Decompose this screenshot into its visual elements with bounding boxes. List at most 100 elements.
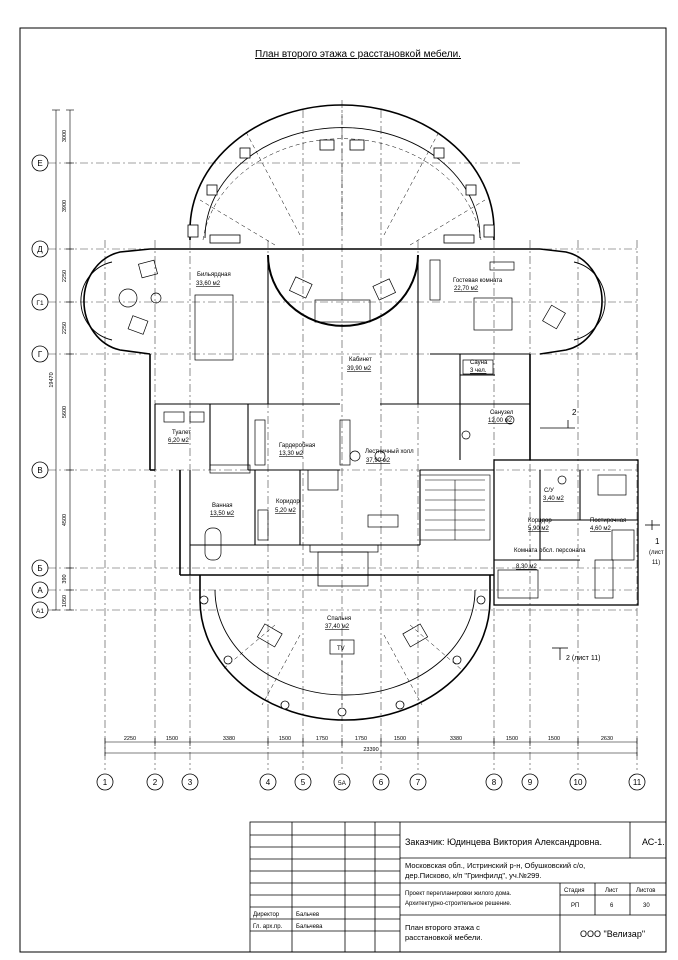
tb-sheet-title-1: План второго этажа с	[405, 923, 480, 932]
dim-bottom-6: 1500	[394, 736, 406, 742]
section-2-bottom: 2 (лист 11)	[566, 655, 600, 662]
staircase	[419, 474, 491, 541]
col-axis-5A: 5А	[338, 780, 347, 787]
dim-bottom-2: 3380	[223, 736, 235, 742]
title-block	[249, 821, 667, 953]
room-area-sauna: 3 чел.	[470, 368, 487, 374]
tb-role-1: Директор	[253, 912, 280, 918]
room-name-hall: Лестничный холл	[365, 448, 414, 455]
tb-hdr-stage: Стадия	[564, 888, 584, 894]
room-name-toilet: Туалет	[172, 430, 191, 436]
col-axis-3: 3	[188, 778, 193, 787]
tb-stage: РП	[571, 903, 579, 909]
room-name-laundry: Постирочная	[590, 518, 626, 524]
row-axis-V: В	[37, 466, 42, 475]
col-axis-9: 9	[528, 778, 533, 787]
room-name-cabinet: Кабинет	[349, 357, 372, 363]
section-1: 1	[655, 537, 660, 546]
dim-left-3900: 3900	[62, 200, 68, 212]
dim-bottom-4: 1750	[316, 736, 328, 742]
tv-label: TV	[337, 646, 345, 652]
terrace-piers	[187, 139, 495, 717]
room-area-su: 3,40 м2	[543, 496, 564, 502]
room-name-sauna: Сауна	[470, 360, 488, 366]
sheet-frame	[19, 27, 667, 953]
row-axis-lines	[48, 162, 640, 611]
room-area-corridor: 5,20 м2	[275, 508, 296, 514]
row-axis-E: Е	[37, 159, 42, 168]
section-2-top: 2	[572, 408, 577, 417]
room-area-wardrobe: 13,30 м2	[279, 451, 304, 457]
dim-left-1050: 1050	[62, 595, 68, 607]
room-area-bath-guest: 12,00 м2	[488, 418, 513, 424]
room-name-bath-guest: Санузел	[490, 410, 514, 416]
room-name-corridor2: Коридор	[528, 518, 552, 524]
furniture	[118, 259, 635, 655]
dim-bottom-5: 1750	[355, 736, 367, 742]
row-axis-D: Д	[37, 245, 43, 254]
room-area-cabinet: 39,90 м2	[347, 366, 372, 372]
tb-company: ООО "Велизар"	[580, 929, 645, 939]
col-axis-5: 5	[301, 778, 306, 787]
tb-code: АС-1.	[642, 837, 665, 847]
col-axis-6: 6	[379, 778, 384, 787]
tb-name-2: Бальчева	[296, 924, 323, 930]
col-axis-7: 7	[416, 778, 421, 787]
room-area-staff: 8,30 м2	[516, 564, 537, 570]
row-axis-G1: Г1	[36, 300, 44, 307]
dim-bottom-total: 23390	[363, 747, 378, 753]
tb-sheets: 30	[643, 903, 650, 909]
billiard-table	[194, 294, 234, 361]
room-name-bedroom: Спальня	[327, 616, 351, 622]
col-axis-10: 10	[574, 778, 583, 787]
dim-left-5600: 5600	[62, 406, 68, 418]
room-name-billiard: Бильярдная	[197, 272, 231, 278]
tb-role-2: Гл. арх.пр.	[253, 924, 283, 930]
col-axis-4: 4	[266, 778, 271, 787]
col-axis-8: 8	[492, 778, 497, 787]
row-axis-G: Г	[38, 350, 43, 359]
dim-left-3000: 3000	[62, 130, 68, 142]
north-terrace-radials	[199, 110, 486, 246]
room-area-bedroom: 37,40 м2	[325, 624, 350, 630]
tb-address-2: дер.Писково, к/п "Гринфилд", уч.№299.	[405, 871, 542, 880]
tb-name-1: Бальчев	[296, 912, 319, 918]
row-axis-A: А	[37, 586, 43, 595]
room-name-bathroom: Ванная	[212, 503, 233, 509]
tb-project-2: Архитектурно-строительное решение.	[405, 901, 512, 907]
room-labels: Бильярдная 33,60 м2 Гостевая комната 22,…	[168, 272, 626, 652]
dim-bottom-3: 1500	[279, 736, 291, 742]
bed	[317, 551, 369, 587]
room-name-wardrobe: Гардеробная	[279, 443, 315, 449]
room-area-bathroom: 13,50 м2	[210, 511, 235, 517]
col-axis-1: 1	[103, 778, 108, 787]
tb-address-1: Московская обл., Истринский р-н, Обушков…	[405, 861, 585, 870]
bottom-dimension-chain	[104, 738, 638, 756]
guest-bed	[473, 297, 513, 331]
interior-walls	[154, 260, 638, 575]
dim-left-390: 390	[62, 574, 68, 583]
drawing-title: План второго этажа с расстановкой мебели…	[255, 48, 461, 60]
tb-sheet-title-2: расстановкой мебели.	[405, 933, 483, 942]
row-axis-A1: А1	[36, 608, 44, 615]
dim-bottom-1: 1500	[166, 736, 178, 742]
dim-bottom-0: 2250	[124, 736, 136, 742]
dim-left-2250b: 2250	[62, 322, 68, 334]
left-dimension-chain	[52, 109, 74, 611]
room-area-billiard: 33,60 м2	[196, 281, 221, 287]
row-axis-bubbles	[31, 154, 49, 619]
tb-customer: Заказчик: Юдинцева Виктория Александровн…	[405, 837, 602, 847]
room-area-guest: 22,70 м2	[454, 286, 479, 292]
dim-left-19470: 19470	[49, 372, 55, 387]
col-axis-lines	[104, 100, 638, 770]
row-axis-B: Б	[37, 564, 42, 573]
dim-left-2250a: 2250	[62, 270, 68, 282]
room-area-hall: 37,90 м2	[366, 458, 391, 464]
dim-bottom-10: 2630	[601, 736, 613, 742]
section-1-sheet: (лист	[649, 550, 664, 556]
section-1-sheet-num: 11)	[652, 560, 660, 566]
tb-hdr-sheets: Листов	[636, 888, 656, 894]
room-name-su: С/У	[544, 488, 554, 494]
tb-sheet: 6	[610, 903, 614, 909]
